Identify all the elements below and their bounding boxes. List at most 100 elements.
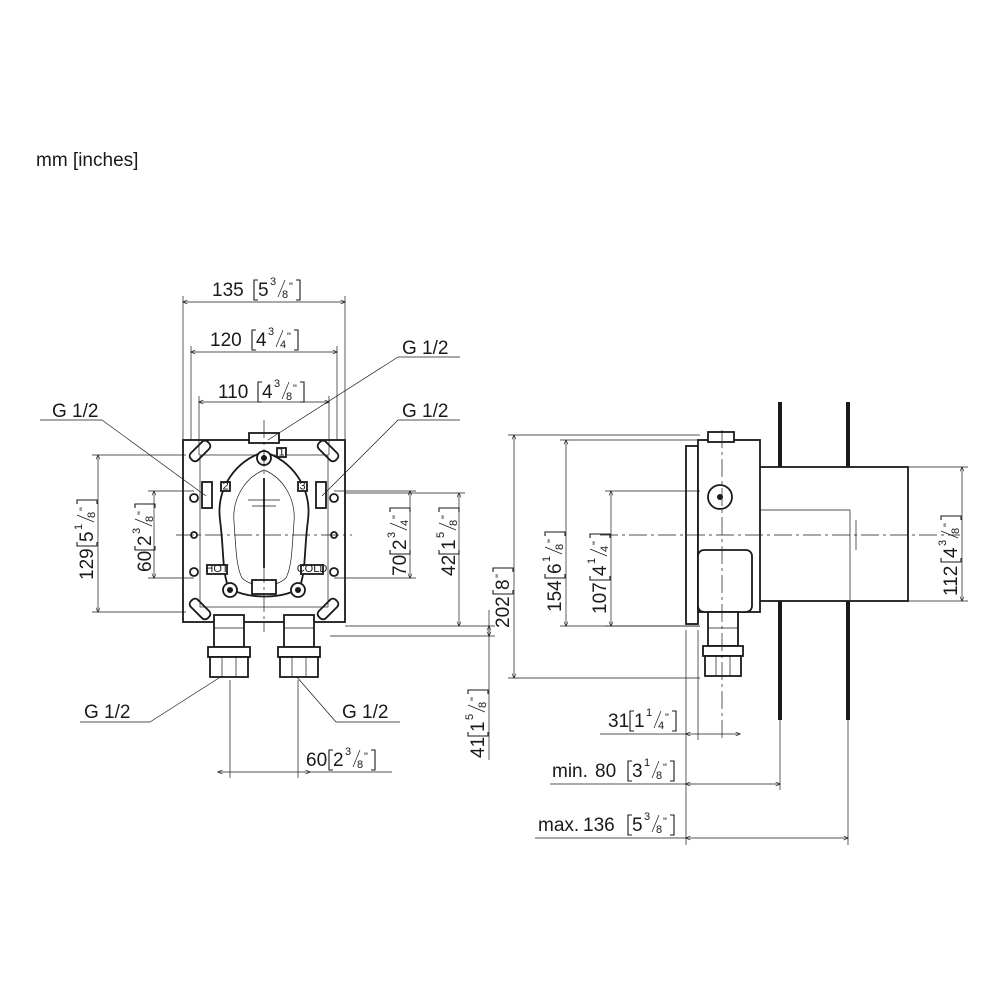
svg-text:": " <box>391 515 403 519</box>
svg-text:8: 8 <box>950 528 962 534</box>
thread-label-bottom-left: G 1/2 <box>84 702 130 723</box>
svg-text:3: 3 <box>274 378 280 390</box>
svg-text:1: 1 <box>468 721 489 732</box>
svg-text:2: 2 <box>333 750 344 771</box>
svg-text:135: 135 <box>212 280 244 301</box>
svg-text:3: 3 <box>131 528 143 534</box>
svg-text:3: 3 <box>270 276 276 288</box>
svg-text:HOT: HOT <box>205 563 229 575</box>
svg-text:60: 60 <box>306 750 327 771</box>
svg-text:8: 8 <box>656 824 662 836</box>
svg-text:1: 1 <box>644 757 650 769</box>
svg-text:107: 107 <box>590 582 611 614</box>
dim-front-height-70: 70 2 3 4 " <box>386 507 411 576</box>
svg-text:3: 3 <box>632 761 643 782</box>
svg-text:1: 1 <box>646 707 652 719</box>
side-view: 202 8 " 154 6 1 8 " 107 4 1 <box>492 402 968 845</box>
svg-text:3: 3 <box>268 326 274 338</box>
svg-text:3: 3 <box>386 532 398 538</box>
svg-text:": " <box>293 383 297 395</box>
dim-front-spacing-60: 60 2 3 8 " <box>306 746 376 771</box>
svg-text:": " <box>78 507 90 511</box>
dim-side-height-154: 154 6 1 8 " <box>541 531 566 612</box>
svg-text:1: 1 <box>634 711 645 732</box>
svg-text:1: 1 <box>541 556 553 562</box>
dim-front-height-129: 129 5 1 8 " <box>73 499 98 580</box>
valve-body <box>218 451 310 598</box>
svg-text:": " <box>546 539 558 543</box>
svg-text:": " <box>364 751 368 763</box>
dim-side-depth-31: 31 1 1 4 " <box>608 707 677 732</box>
svg-text:5: 5 <box>258 280 269 301</box>
dim-side-depth-max: max. 136 5 3 8 " <box>538 811 675 836</box>
svg-text:60: 60 <box>135 551 156 572</box>
svg-text:4: 4 <box>399 520 411 526</box>
svg-text:5: 5 <box>435 532 447 538</box>
dim-side-height-107: 107 4 1 4 " <box>586 533 611 614</box>
svg-text:3: 3 <box>937 540 949 546</box>
svg-text:3: 3 <box>345 746 351 758</box>
svg-text:": " <box>440 515 452 519</box>
svg-text:8: 8 <box>357 759 363 771</box>
svg-text:136: 136 <box>583 815 615 836</box>
svg-text:8: 8 <box>554 544 566 550</box>
svg-text:1: 1 <box>73 524 85 530</box>
svg-text:": " <box>494 574 506 578</box>
svg-text:154: 154 <box>545 580 566 612</box>
dim-front-width-120: 120 4 3 4 " <box>210 326 299 351</box>
side-bottom-fitting <box>702 611 744 677</box>
svg-text:": " <box>289 281 293 293</box>
svg-text:": " <box>663 762 667 774</box>
extension-sleeve <box>751 466 909 602</box>
dim-front-height-60: 60 2 3 8 " <box>131 503 156 572</box>
svg-text:8: 8 <box>282 289 288 301</box>
left-port <box>201 481 213 509</box>
thread-label-bottom-right: G 1/2 <box>342 702 388 723</box>
svg-text:8: 8 <box>493 579 514 590</box>
svg-text:112: 112 <box>941 566 962 596</box>
units-note: mm [inches] <box>36 150 139 171</box>
svg-text:129: 129 <box>77 548 98 580</box>
svg-text:41: 41 <box>468 737 489 758</box>
svg-text:8: 8 <box>448 520 460 526</box>
svg-text:42: 42 <box>439 555 460 576</box>
dim-side-height-202: 202 8 " <box>492 567 514 628</box>
dim-front-height-42: 42 1 5 8 " <box>435 507 460 576</box>
svg-text:4: 4 <box>658 720 664 732</box>
port-label-1: 1 <box>276 447 287 459</box>
svg-text:2: 2 <box>222 481 228 493</box>
svg-text:6: 6 <box>545 563 566 574</box>
bottom-fitting-left <box>207 614 251 678</box>
hot-tag: HOT <box>205 563 229 575</box>
svg-text:8: 8 <box>477 702 489 708</box>
svg-text:COLD: COLD <box>297 563 328 575</box>
svg-text:1: 1 <box>586 558 598 564</box>
svg-text:2: 2 <box>135 535 156 546</box>
svg-text:1: 1 <box>439 539 460 550</box>
svg-text:202: 202 <box>493 596 514 628</box>
svg-text:1: 1 <box>278 447 284 459</box>
svg-text:": " <box>469 697 481 701</box>
front-view: 1 2 3 HOT COLD <box>40 276 495 778</box>
svg-text:4: 4 <box>599 546 611 552</box>
thread-label-top: G 1/2 <box>402 338 448 359</box>
svg-text:": " <box>665 712 669 724</box>
svg-text:70: 70 <box>390 555 411 576</box>
svg-text:": " <box>942 523 954 527</box>
svg-text:4: 4 <box>256 330 267 351</box>
svg-text:4: 4 <box>590 565 611 576</box>
svg-text:": " <box>591 541 603 545</box>
dim-side-height-112: 112 4 3 8 " <box>937 515 962 596</box>
svg-text:120: 120 <box>210 330 242 351</box>
svg-text:80: 80 <box>595 761 616 782</box>
thread-label-right: G 1/2 <box>402 401 448 422</box>
svg-text:8: 8 <box>86 512 98 518</box>
svg-text:": " <box>136 511 148 515</box>
port-label-3: 3 <box>297 481 308 493</box>
thread-label-left: G 1/2 <box>52 401 98 422</box>
svg-text:5: 5 <box>464 714 476 720</box>
svg-text:2: 2 <box>390 539 411 550</box>
svg-text:31: 31 <box>608 711 629 732</box>
